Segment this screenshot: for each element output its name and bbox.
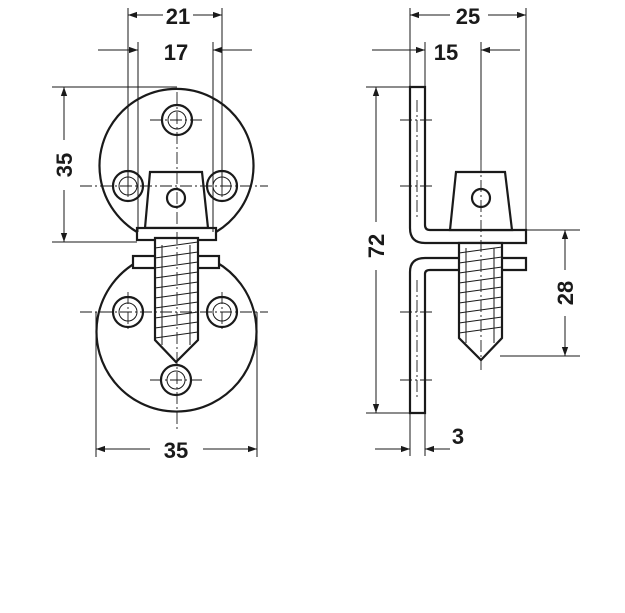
front-screw [153,236,200,364]
upper-plate-outline [98,87,255,234]
dim-72: 72 [364,86,410,414]
dim-3: 3 [375,413,464,456]
dim-35-horizontal: 35 [95,312,258,463]
dim-label-25: 25 [456,4,480,29]
dim-label-72: 72 [364,234,389,258]
dim-15: 15 [372,40,520,160]
upper-mounting-plate [98,87,255,242]
dim-28: 28 [500,229,580,357]
front-view: 21 17 35 35 [52,4,268,463]
side-view: 25 15 72 28 [364,4,580,456]
dim-label-28: 28 [553,281,578,305]
center-boss [143,170,210,230]
side-screw [457,241,504,362]
dim-17: 17 [98,40,252,232]
dim-label-35-diameter: 35 [164,438,188,463]
lower-plate-outline [95,260,258,413]
dim-label-35-height: 35 [52,153,77,177]
angle-bracket [400,85,528,415]
dim-25: 25 [409,4,527,230]
center-pin-hole [165,187,187,209]
dim-label-15: 15 [434,40,458,65]
dim-label-17: 17 [164,40,188,65]
dim-35-vertical: 35 [52,86,177,243]
dim-21: 21 [127,4,223,186]
dim-label-3: 3 [452,424,464,449]
lower-bracket-leg [408,256,528,415]
dim-label-21: 21 [166,4,190,29]
